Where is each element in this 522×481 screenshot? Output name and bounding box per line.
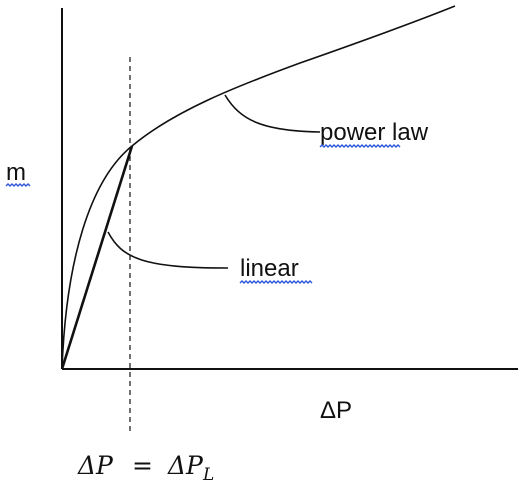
- power-law-curve: [61, 5, 456, 370]
- linear-label: linear: [240, 255, 299, 282]
- marker-equation-rhs: ΔP: [167, 451, 204, 480]
- power-law-spellcheck-underline: [319, 144, 401, 148]
- marker-equation-equals: =: [132, 451, 153, 480]
- y-axis-label: m: [6, 159, 26, 186]
- marker-equation-lhs: ΔP: [77, 451, 114, 480]
- linear-spellcheck-underline: [239, 280, 313, 284]
- linear-line: [60, 145, 134, 370]
- marker-equation-subscript: L: [202, 465, 214, 481]
- marker-equation: ΔP = ΔP L: [77, 451, 214, 481]
- y-axis-label-spellcheck-underline: [5, 183, 31, 187]
- x-axis-label: ΔP: [320, 397, 352, 424]
- linear-leader: [107, 231, 229, 269]
- power-law-leader: [224, 94, 321, 133]
- power-law-label: power law: [320, 119, 429, 146]
